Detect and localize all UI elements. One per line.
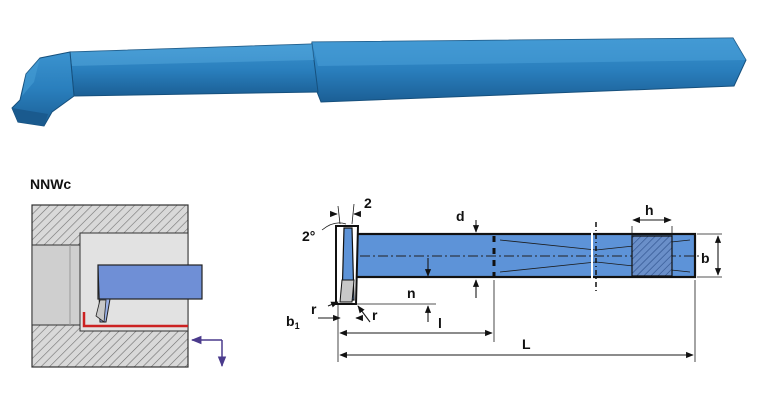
dim-label-n: n: [407, 285, 416, 301]
dim-label-angle: 2°: [302, 228, 315, 244]
dim-label-r-right: r: [372, 307, 378, 323]
tool-shank-section: [97, 264, 203, 300]
shank-cross-section: [631, 235, 673, 277]
technical-drawing: h b d n 2° 2 r r b1 l: [286, 195, 722, 362]
dim-label-r-left: r: [311, 301, 317, 317]
dim-label-b1: b1: [286, 313, 300, 331]
boring-tool-illustration: [11, 37, 747, 127]
cut-path-line: [82, 312, 188, 328]
dim-label-d: d: [456, 208, 465, 224]
dim-label-b: b: [701, 250, 710, 266]
dim-label-l: l: [438, 315, 442, 331]
dim-label-tip-length: 2: [364, 195, 372, 211]
dim-label-L: L: [522, 336, 531, 352]
model-label: NNWc: [30, 176, 71, 192]
workpiece-section: [31, 204, 227, 368]
dim-label-h: h: [645, 202, 654, 218]
